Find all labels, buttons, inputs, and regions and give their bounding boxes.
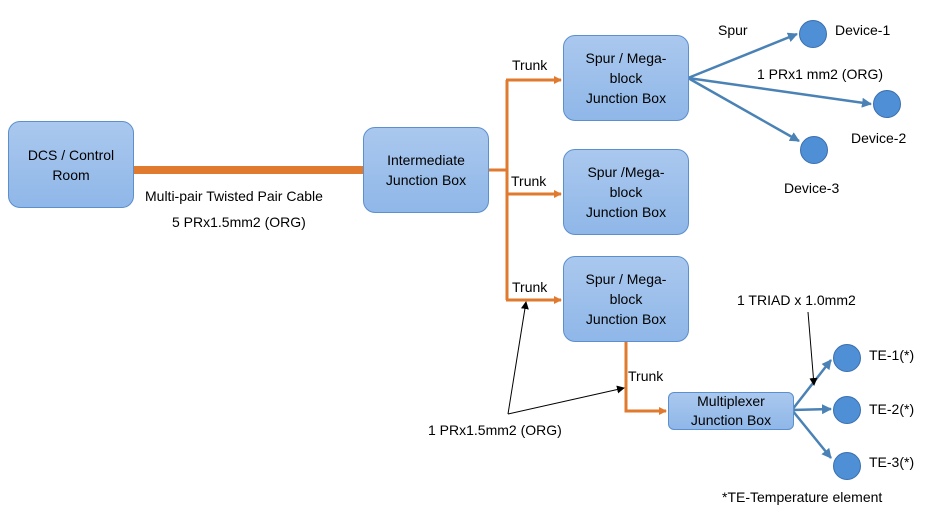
device-2-label: Device-2	[851, 130, 907, 146]
trunk-line-4	[624, 342, 667, 415]
te-2-node	[833, 396, 861, 424]
multiplexer-junction-label: Multiplexer Junction Box	[690, 393, 772, 428]
device-3-label: Device-3	[784, 180, 840, 196]
intermediate-junction-label: Intermediate Junction Box	[385, 152, 467, 188]
trunk-label-2: Trunk	[511, 173, 547, 189]
te-1-label: TE-1(*)	[869, 347, 915, 363]
arrow-te-3	[791, 409, 832, 459]
arrow-te-1	[791, 359, 832, 411]
device-3-node	[800, 136, 828, 164]
te-1-node	[833, 344, 861, 372]
te-3-node	[833, 452, 861, 480]
trunk-cable-spec-label: 1 PRx1.5mm2 (ORG)	[428, 422, 562, 438]
spur-arrow-device-2	[687, 76, 872, 108]
device-2-node	[873, 90, 901, 118]
spur-junction-label-3: Spur / Mega- block Junction Box	[585, 271, 667, 327]
spur-cable-spec-label: 1 PRx1 mm2 (ORG)	[757, 66, 884, 82]
arrow-te-2	[791, 404, 832, 415]
spur-junction-label-1: Spur / Mega- block Junction Box	[585, 50, 667, 106]
te-2-label: TE-2(*)	[869, 401, 915, 417]
multiplexer-junction-box: Multiplexer Junction Box	[668, 392, 794, 430]
spur-label: Spur	[718, 22, 748, 38]
device-1-node	[799, 20, 827, 48]
callout-pointer-trunk	[507, 301, 529, 415]
main-cable-label: Multi-pair Twisted Pair Cable	[145, 188, 323, 204]
triad-spec-label: 1 TRIAD x 1.0mm2	[737, 292, 856, 308]
te-3-label: TE-3(*)	[869, 454, 915, 470]
dcs-control-room-label: DCS / Control Room	[27, 146, 115, 183]
trunk-label-4: Trunk	[628, 368, 664, 384]
spur-arrow-device-3	[687, 76, 800, 143]
spur-junction-box-3: Spur / Mega- block Junction Box	[563, 256, 689, 342]
callout-pointer-triad	[807, 311, 818, 386]
device-1-label: Device-1	[835, 22, 891, 38]
spur-junction-box-1: Spur / Mega- block Junction Box	[563, 35, 689, 121]
trunk-label-1: Trunk	[512, 57, 548, 73]
intermediate-junction-box: Intermediate Junction Box	[363, 127, 489, 213]
spur-junction-box-2: Spur /Mega- block Junction Box	[563, 149, 689, 235]
main-cable-spec-label: 5 PRx1.5mm2 (ORG)	[172, 214, 306, 230]
trunk-label-3: Trunk	[512, 279, 548, 295]
dcs-control-room-box: DCS / Control Room	[8, 121, 134, 208]
callout-pointer-trunk-4	[507, 385, 625, 415]
footnote: *TE-Temperature element	[722, 489, 883, 505]
spur-arrow-device-1	[687, 32, 798, 80]
spur-junction-label-2: Spur /Mega- block Junction Box	[585, 164, 667, 220]
